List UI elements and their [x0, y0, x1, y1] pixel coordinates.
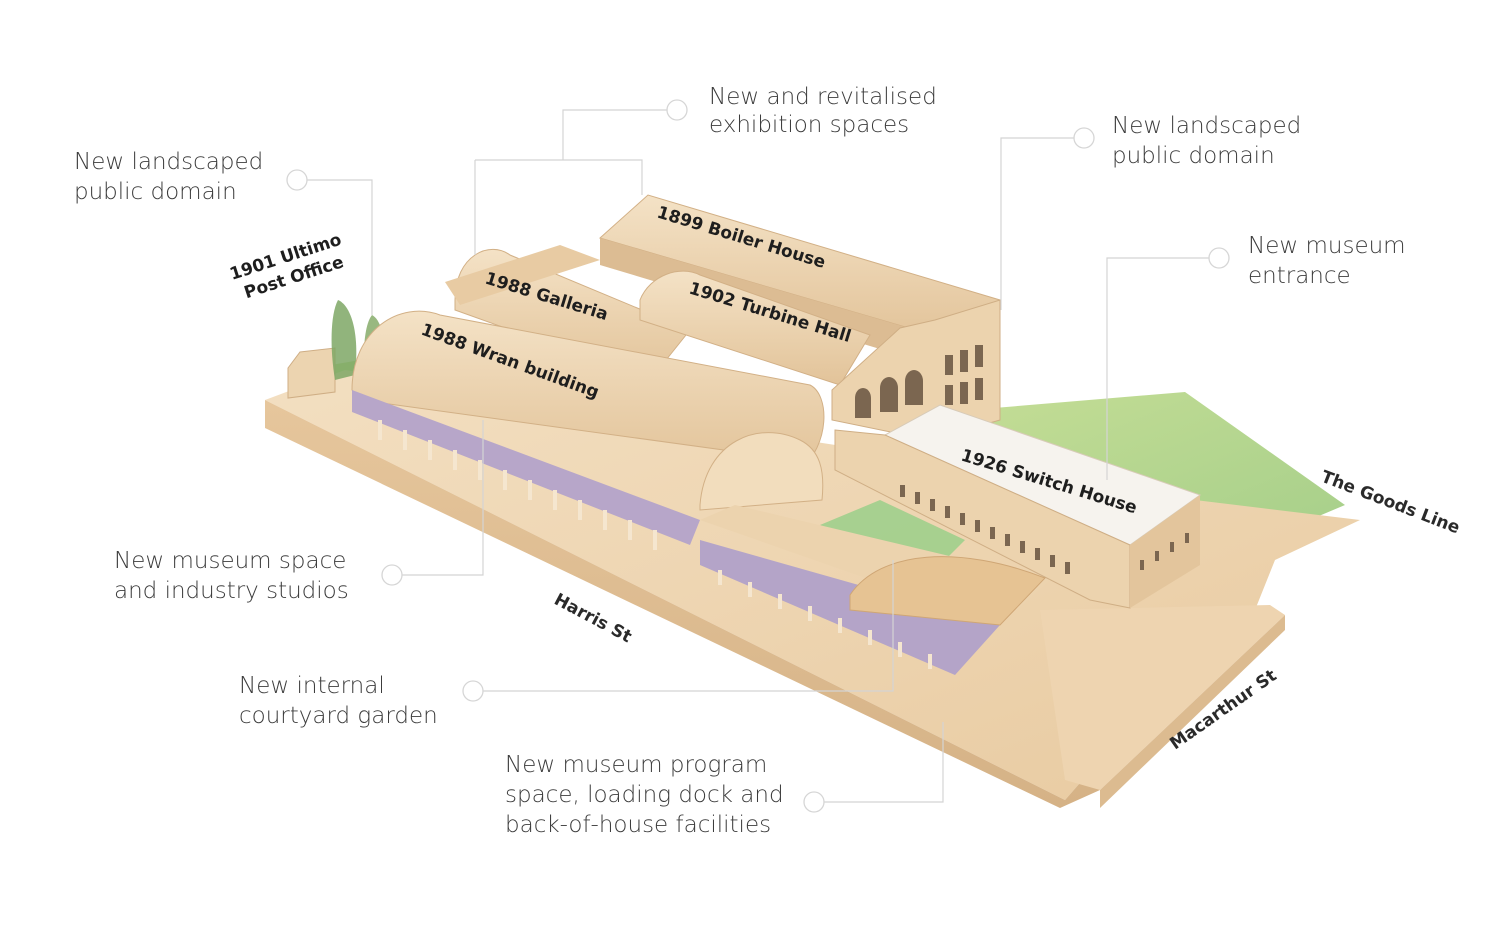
leader-exhibition — [474, 109, 667, 255]
callout-industry-studios: New museum space and industry studios — [114, 546, 349, 606]
callout-line: public domain — [1112, 143, 1275, 169]
gable-windows — [855, 345, 983, 418]
gable-front — [831, 299, 1001, 441]
courtyard-model — [700, 500, 1050, 675]
callout-courtyard-garden: New internal courtyard garden — [239, 671, 438, 731]
lower-colonnade — [718, 570, 932, 669]
dot-courtyard — [462, 680, 484, 702]
callout-line: New museum program — [505, 752, 768, 778]
dot-public-right — [1073, 127, 1095, 149]
callout-line: courtyard garden — [239, 703, 438, 729]
turbine-hall-model — [639, 270, 871, 386]
dot-program — [803, 791, 825, 813]
post-office-block — [287, 347, 336, 399]
turbine-hall-vault — [639, 270, 871, 386]
gabled-facade-model — [831, 299, 1001, 441]
dot-exhibition — [666, 99, 688, 121]
callout-program-space: New museum program space, loading dock a… — [505, 750, 784, 840]
tree-1 — [331, 300, 357, 380]
leader-lines — [307, 109, 1209, 803]
callout-museum-entrance: New museum entrance — [1248, 231, 1406, 291]
callout-line: New internal — [239, 673, 385, 699]
callout-line: space, loading dock and — [505, 782, 784, 808]
courtyard-canopy — [849, 556, 1046, 626]
macarthur-slab-edge — [1100, 615, 1285, 808]
galleria-wall — [445, 245, 600, 305]
leader-dots — [286, 99, 1230, 813]
callout-line: and industry studios — [114, 578, 349, 604]
callout-line: New landscaped — [74, 149, 264, 175]
wran-purple-band — [352, 390, 700, 545]
wran-end-arch — [699, 432, 824, 511]
callout-line: New landscaped — [1112, 113, 1302, 139]
callout-line: back-of-house facilities — [505, 812, 772, 838]
wran-building-model — [351, 310, 825, 550]
callout-public-domain-left: New landscaped public domain — [74, 147, 263, 207]
leader-courtyard — [483, 560, 894, 692]
callout-line: New museum — [1248, 233, 1406, 259]
dot-public-left — [286, 169, 308, 191]
macarthur-slab — [1040, 605, 1285, 790]
dot-studios — [381, 564, 403, 586]
dot-entrance — [1208, 247, 1230, 269]
leader-public-left — [307, 179, 373, 315]
callout-line: public domain — [74, 179, 237, 205]
callout-line: exhibition spaces — [709, 112, 910, 138]
callout-line: entrance — [1248, 263, 1351, 289]
galleria-model — [445, 245, 691, 381]
switch-house-windows — [900, 485, 1189, 574]
switch-house-model — [834, 404, 1202, 609]
leader-public-right — [1000, 137, 1074, 310]
callout-exhibition-spaces: New and revitalised exhibition spaces — [709, 83, 937, 139]
leader-program — [824, 722, 944, 803]
callout-line: New museum space — [114, 548, 347, 574]
callout-public-domain-right: New landscaped public domain — [1112, 111, 1301, 171]
callout-line: New and revitalised — [709, 84, 937, 110]
leader-entrance — [1106, 257, 1209, 480]
leader-studios — [402, 420, 484, 576]
switch-house-end — [1130, 495, 1200, 608]
tag-post-office: 1901 Ultimo Post Office — [227, 228, 356, 306]
wran-colonnade — [378, 420, 657, 550]
